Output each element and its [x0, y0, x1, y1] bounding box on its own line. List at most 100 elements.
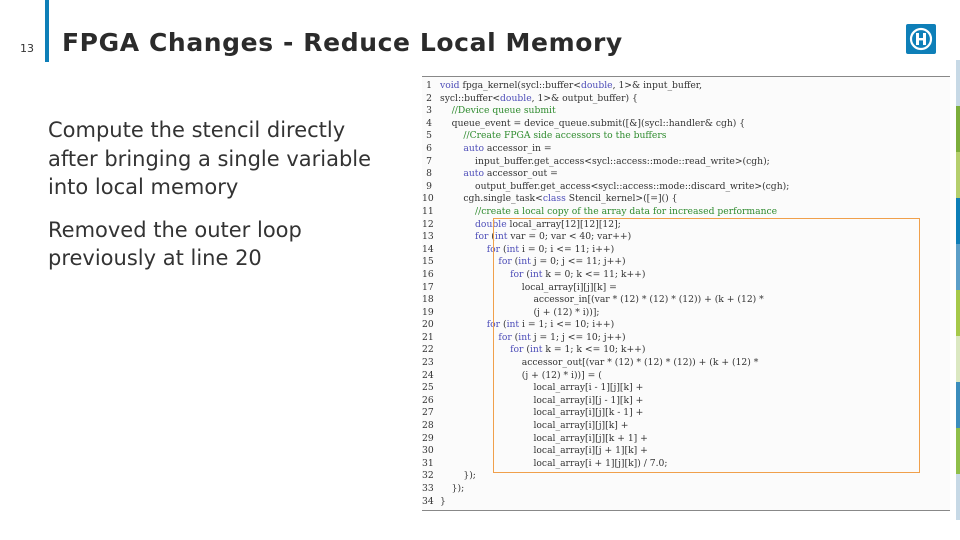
code-token: //Device queue submit	[451, 105, 556, 117]
code-token: (	[511, 256, 519, 268]
code-line: 34}	[422, 496, 950, 509]
code-token: auto	[463, 142, 484, 154]
decorative-edge-strip	[956, 60, 960, 520]
code-line: 28 local_array[i][j][k] +	[422, 420, 950, 433]
code-token: int	[518, 331, 531, 343]
edge-segment	[956, 106, 960, 152]
code-token: });	[440, 470, 476, 482]
title-accent-bar	[45, 0, 49, 62]
code-token: double	[500, 92, 532, 104]
line-number: 7	[426, 155, 432, 167]
edge-segment	[956, 152, 960, 198]
edge-segment	[956, 198, 960, 244]
code-token: int	[529, 344, 543, 356]
code-token: fpga_kernel(sycl::buffer<	[459, 80, 582, 91]
code-token: int	[529, 268, 543, 280]
code-token	[440, 130, 463, 141]
line-number: 13	[422, 231, 434, 243]
code-line: 30 local_array[i][j + 1][k] +	[422, 445, 950, 458]
code-token	[440, 168, 463, 179]
code-line: 23 accessor_out[(var * (12) * (12) * (12…	[422, 357, 950, 370]
line-number: 23	[422, 357, 434, 369]
line-number: 5	[426, 130, 432, 142]
code-token: double	[475, 218, 507, 230]
edge-segment	[956, 244, 960, 290]
code-token: });	[440, 483, 465, 494]
code-token: queue_event = device_queue.submit([&](sy…	[440, 117, 746, 129]
edge-segment	[956, 474, 960, 520]
code-line: 7 input_buffer.get_access<sycl::access::…	[422, 156, 950, 169]
code-highlight-box	[493, 218, 920, 473]
line-number: 31	[422, 457, 434, 469]
code-line: 10 cgh.single_task<class Stencil_kernel>…	[422, 193, 950, 206]
edge-segment	[956, 336, 960, 382]
code-token: local_array[i][j][k + 1] +	[440, 432, 648, 444]
code-line: 24 (j + (12) * i))] = (	[422, 370, 950, 383]
code-token: accessor_out[(var * (12) * (12) * (12)) …	[440, 357, 759, 369]
line-number: 4	[426, 117, 432, 129]
code-line: 26 local_array[i][j - 1][k] +	[422, 395, 950, 408]
code-token: (	[523, 344, 530, 356]
edge-segment	[956, 428, 960, 474]
code-line: 17 local_array[i][j][k] =	[422, 282, 950, 295]
code-token: accessor_in =	[484, 142, 552, 154]
code-token: cgh.single_task<	[440, 193, 543, 205]
line-number: 6	[426, 142, 432, 154]
line-number: 12	[422, 218, 434, 230]
code-token: , 1>& output_buffer) {	[531, 92, 638, 104]
bullet-item: Compute the stencil directly after bring…	[48, 118, 372, 199]
code-token: accessor_in[(var * (12) * (12) * (12)) +…	[440, 294, 764, 306]
code-token: i = 1; i <= 10; i++)	[519, 319, 615, 331]
line-number: 1	[426, 80, 432, 91]
slide-number: 13	[20, 42, 34, 55]
code-token: i = 0; i <= 11; i++)	[519, 243, 615, 255]
code-token: (j + (12) * i))];	[440, 306, 600, 318]
code-token: }	[440, 495, 446, 507]
code-token: (	[511, 331, 519, 343]
line-number: 11	[422, 205, 434, 217]
line-number: 27	[422, 407, 434, 419]
code-token	[440, 143, 463, 154]
code-token	[440, 219, 475, 230]
edge-segment	[956, 382, 960, 428]
code-token: //create a local copy of the array data …	[475, 205, 778, 217]
code-line: 5 //Create FPGA side accessors to the bu…	[422, 130, 950, 143]
code-token: k = 0; k <= 11; k++)	[542, 268, 646, 280]
code-token: local_array[i][j + 1][k] +	[440, 445, 648, 457]
code-token: int	[506, 319, 520, 331]
line-number: 2	[426, 92, 432, 104]
code-token: double	[581, 80, 613, 91]
code-token: for	[510, 344, 524, 356]
line-number: 22	[422, 344, 434, 356]
code-line: 27 local_array[i][j][k - 1] +	[422, 407, 950, 420]
code-line: 3 //Device queue submit	[422, 105, 950, 118]
code-line: 12 double local_array[12][12][12];	[422, 219, 950, 232]
line-number: 34	[422, 495, 434, 507]
line-number: 15	[422, 256, 434, 268]
code-token: local_array[i - 1][j][k] +	[440, 382, 644, 394]
code-token: (	[500, 319, 507, 331]
code-line: 33 });	[422, 483, 950, 496]
code-line: 6 auto accessor_in =	[422, 143, 950, 156]
line-number: 21	[422, 331, 434, 343]
code-token	[440, 319, 487, 330]
code-token: for	[498, 256, 512, 268]
code-token: local_array[12][12][12];	[506, 218, 621, 230]
code-line: 32 });	[422, 470, 950, 483]
line-number: 3	[426, 105, 432, 117]
code-line: 9 output_buffer.get_access<sycl::access:…	[422, 181, 950, 194]
code-token	[440, 105, 452, 116]
code-token: j = 1; j <= 10; j++)	[530, 331, 626, 343]
bullet-item: Removed the outer loop previously at lin…	[48, 217, 302, 271]
code-token: local_array[i][j][k] +	[440, 420, 629, 432]
code-token	[440, 206, 475, 217]
line-number: 16	[422, 268, 434, 280]
code-token: (	[523, 268, 530, 280]
code-token: local_array[i][j][k] =	[440, 281, 617, 293]
code-token	[440, 231, 475, 242]
code-line: 21 for (int j = 1; j <= 10; j++)	[422, 332, 950, 345]
line-number: 19	[422, 306, 434, 318]
code-line: 31 local_array[i + 1][j][k]) / 7.0;	[422, 458, 950, 471]
code-line: 29 local_array[i][j][k + 1] +	[422, 433, 950, 446]
